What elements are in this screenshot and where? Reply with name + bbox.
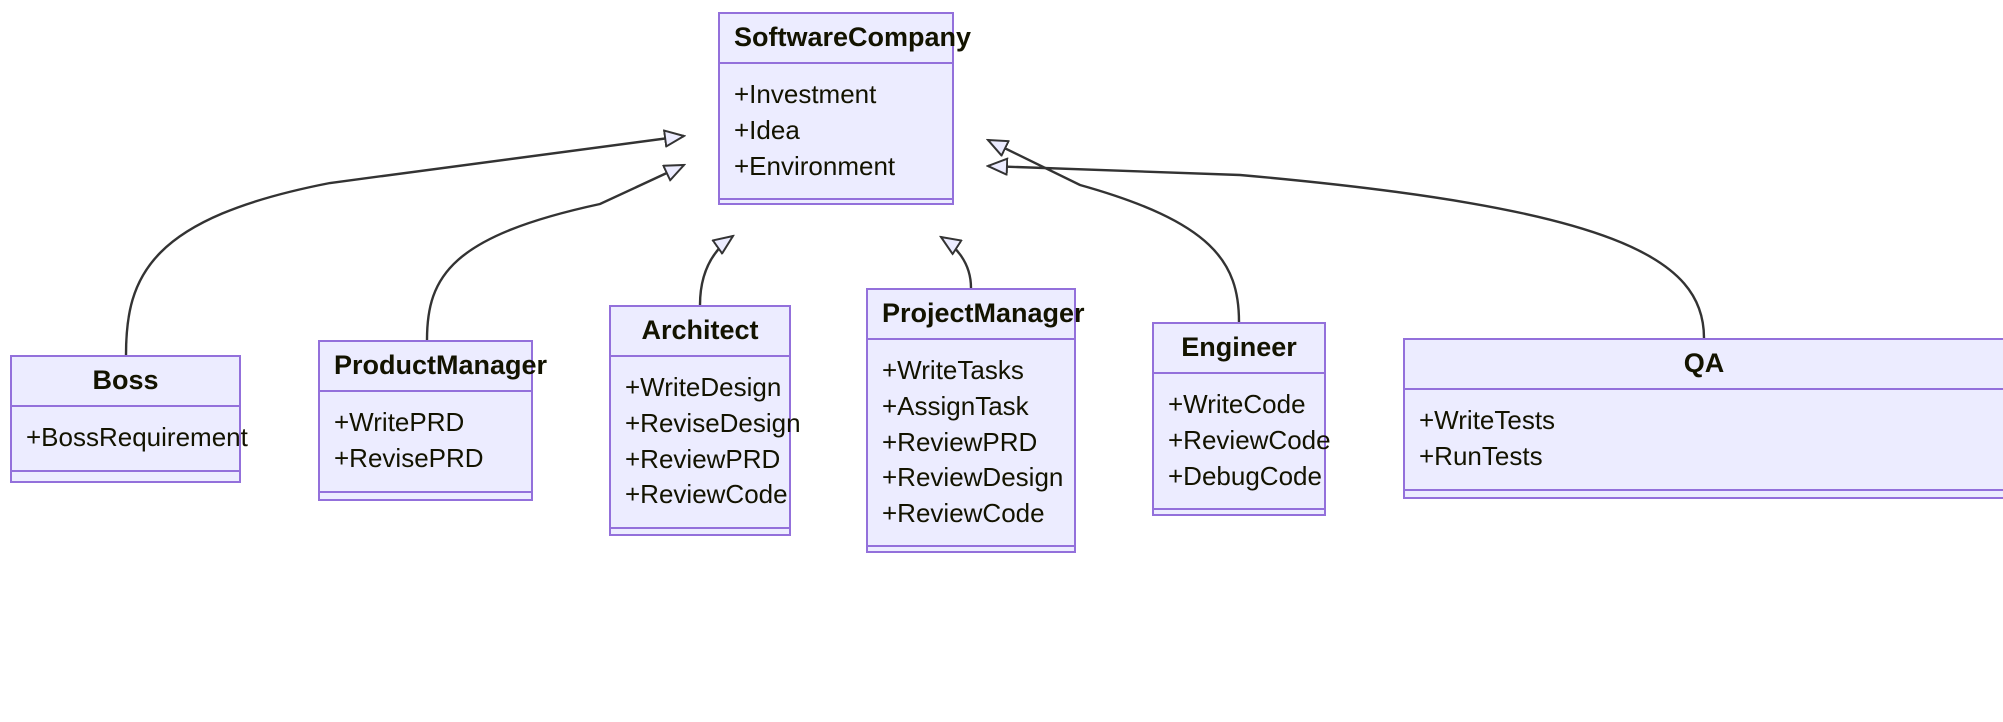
class-member: +WriteTasks (882, 355, 1024, 386)
class-node-architect[interactable]: Architect +WriteDesign +ReviseDesign +Re… (609, 305, 801, 536)
class-node-qa[interactable]: QA +WriteTests +RunTests (1403, 338, 2003, 499)
class-member: +WriteTests (1419, 405, 1556, 436)
class-methods-qa (1405, 491, 2003, 511)
class-members-software-company: +Investment +Idea +Environment (720, 64, 952, 201)
class-member: +BossRequirement (26, 422, 248, 453)
edge-project-manager-to-software-company (941, 237, 973, 289)
edge-qa-to-software-company (988, 166, 1706, 339)
class-member: +Investment (734, 79, 877, 110)
class-member: +ReviewCode (1168, 424, 1331, 455)
class-members-engineer: +WriteCode +ReviewCode +DebugCode (1154, 374, 1331, 511)
class-methods-software-company (720, 200, 952, 220)
class-node-software-company[interactable]: SoftwareCompany +Investment +Idea +Envir… (718, 12, 971, 205)
edge-architect-to-software-company (698, 236, 733, 306)
class-member: +Idea (734, 114, 800, 145)
class-members-product-manager: +WritePRD +RevisePRD (320, 392, 531, 493)
class-title-qa: QA (1405, 340, 2003, 391)
class-node-project-manager[interactable]: ProjectManager +WriteTasks +AssignTask +… (866, 288, 1085, 553)
class-member: +ReviseDesign (625, 407, 801, 438)
class-title-project-manager: ProjectManager (868, 290, 1085, 341)
class-member: +AssignTask (882, 390, 1029, 421)
class-members-project-manager: +WriteTasks +AssignTask +ReviewPRD +Revi… (868, 340, 1074, 548)
class-members-qa: +WriteTests +RunTests (1405, 390, 2003, 491)
class-title-boss: Boss (12, 357, 239, 408)
class-member: +DebugCode (1168, 460, 1322, 491)
class-node-engineer[interactable]: Engineer +WriteCode +ReviewCode +DebugCo… (1152, 322, 1331, 516)
class-title-product-manager: ProductManager (320, 342, 547, 393)
class-member: +ReviewCode (882, 497, 1045, 528)
class-member: +WriteDesign (625, 372, 782, 403)
class-member: +ReviewPRD (625, 443, 781, 474)
class-methods-project-manager (868, 547, 1074, 567)
class-member: +RevisePRD (334, 442, 484, 473)
class-node-product-manager[interactable]: ProductManager +WritePRD +RevisePRD (318, 340, 547, 501)
edge-boss-to-software-company (124, 136, 684, 356)
class-member: +WritePRD (334, 407, 465, 438)
class-methods-boss (12, 472, 239, 492)
class-members-architect: +WriteDesign +ReviseDesign +ReviewPRD +R… (611, 357, 801, 529)
class-title-engineer: Engineer (1154, 324, 1324, 375)
class-member: +Environment (734, 150, 896, 181)
class-methods-engineer (1154, 510, 1324, 530)
class-title-architect: Architect (611, 307, 789, 358)
class-members-boss: +BossRequirement (12, 407, 248, 472)
class-member: +ReviewPRD (882, 426, 1038, 457)
class-member: +ReviewCode (625, 479, 788, 510)
class-methods-architect (611, 529, 789, 549)
class-member: +WriteCode (1168, 389, 1306, 420)
class-member: +ReviewDesign (882, 462, 1064, 493)
class-member: +RunTests (1419, 440, 1543, 471)
class-methods-product-manager (320, 493, 531, 513)
class-node-boss[interactable]: Boss +BossRequirement (10, 355, 248, 483)
class-title-software-company: SoftwareCompany (720, 14, 971, 65)
